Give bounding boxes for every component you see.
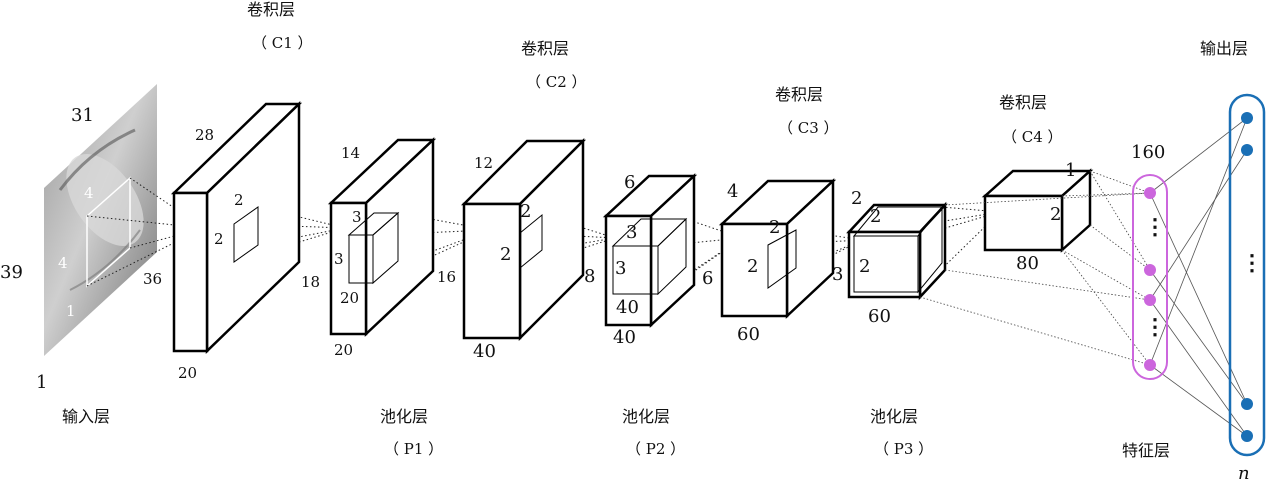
c2-dim-b: 8 [584, 266, 596, 287]
input-dim-top: 31 [71, 105, 94, 126]
input-title: 输入层 [62, 407, 111, 426]
c1-kernel-b: 2 [214, 230, 224, 248]
c2-dim-a: 12 [474, 154, 494, 172]
p1-dim-a: 14 [341, 144, 361, 162]
p2-code: （ P2 ） [626, 440, 686, 458]
c4-feature-lines [919, 170, 1151, 366]
c2-kernel [519, 213, 543, 270]
p1-inner-c: 20 [340, 289, 360, 307]
c3-code: （ C3 ） [778, 119, 839, 137]
input-window-h: 4 [58, 254, 68, 272]
c2-code: （ C2 ） [526, 73, 587, 91]
p2-inner-c: 40 [616, 297, 639, 318]
feature-dots-lower: ⋮ [1144, 314, 1166, 340]
input-dim-left: 39 [0, 262, 23, 283]
output-node [1241, 398, 1253, 410]
input-face-image [44, 84, 157, 356]
c2-dim-c: 40 [473, 341, 496, 362]
c1-dim-c: 20 [178, 364, 198, 382]
p1-title: 池化层 [380, 407, 429, 426]
p3-inner [852, 205, 944, 294]
p3-inner-b: 2 [859, 256, 871, 277]
c4-dim-c: 80 [1016, 253, 1039, 274]
p3-code: （ P3 ） [874, 440, 934, 458]
c2-title: 卷积层 [521, 39, 570, 58]
p2-block [602, 173, 698, 328]
feature-node [1144, 264, 1156, 276]
p1-inner-cube [347, 211, 400, 285]
p3-dim-a: 2 [851, 188, 863, 209]
p2-title: 池化层 [622, 407, 671, 426]
c2-kernel-b: 2 [500, 244, 512, 265]
output-title: 输出层 [1200, 39, 1249, 58]
feature-count: 160 [1131, 142, 1166, 163]
c3-kernel-a: 2 [769, 217, 781, 238]
p2-dim-a: 6 [624, 172, 636, 193]
c3-dim-a: 4 [727, 181, 739, 202]
c3-kernel [767, 229, 797, 289]
c1-dim-b: 18 [301, 273, 321, 291]
output-count: n [1238, 463, 1250, 484]
input-dim-bottom: 1 [36, 372, 48, 393]
feature-title: 特征层 [1122, 441, 1171, 460]
c3-dim-b: 3 [832, 264, 844, 285]
p2-dim-b: 6 [702, 268, 714, 289]
input-dim-side: 36 [143, 270, 163, 288]
p2-inner-a: 3 [626, 222, 638, 243]
p3-title: 池化层 [870, 407, 919, 426]
feature-node [1144, 359, 1156, 371]
c4-code: （ C4 ） [1002, 128, 1063, 146]
p2-dim-c: 40 [613, 327, 636, 348]
c4-dim-a: 1 [1065, 160, 1077, 181]
output-layer [1228, 93, 1266, 457]
p3-dim-b: 60 [868, 306, 891, 327]
feature-node [1144, 294, 1156, 306]
c3-dim-c: 60 [737, 324, 760, 345]
p1-dim-b: 16 [437, 268, 457, 286]
c2-block [460, 137, 587, 342]
c1-kernel-a: 2 [234, 191, 244, 209]
c1-block [170, 101, 303, 354]
p2-inner-b: 3 [615, 258, 627, 279]
c4-dim-b: 2 [1050, 204, 1062, 225]
c3-block [718, 178, 837, 319]
c3-kernel-b: 2 [747, 256, 759, 277]
p1-inner-b: 3 [334, 250, 344, 268]
p1-dim-c: 20 [334, 341, 354, 359]
c3-title: 卷积层 [775, 85, 824, 104]
feature-dots-upper: ⋮ [1144, 214, 1166, 240]
feature-node [1144, 187, 1156, 199]
c4-block [981, 168, 1094, 253]
output-node [1241, 112, 1253, 124]
p3-inner-a: 2 [870, 206, 882, 227]
input-window-d: 1 [66, 302, 76, 320]
c2-kernel-a: 2 [520, 201, 532, 222]
output-node [1241, 144, 1253, 156]
c1-title: 卷积层 [247, 0, 296, 19]
c1-kernel [233, 206, 259, 263]
p1-inner-a: 3 [352, 208, 362, 226]
p2-inner-cube [611, 217, 688, 296]
output-node [1241, 430, 1253, 442]
p3-block [846, 201, 948, 301]
c1-code: （ C1 ） [252, 34, 313, 52]
p1-code: （ P1 ） [384, 440, 444, 458]
feature-layer [1132, 174, 1168, 380]
c1-dim-a: 28 [195, 126, 215, 144]
c4-title: 卷积层 [999, 93, 1048, 112]
input-window-w: 4 [84, 184, 94, 202]
output-dots: ⋮ [1241, 250, 1263, 276]
feature-output-lines [1149, 117, 1248, 437]
